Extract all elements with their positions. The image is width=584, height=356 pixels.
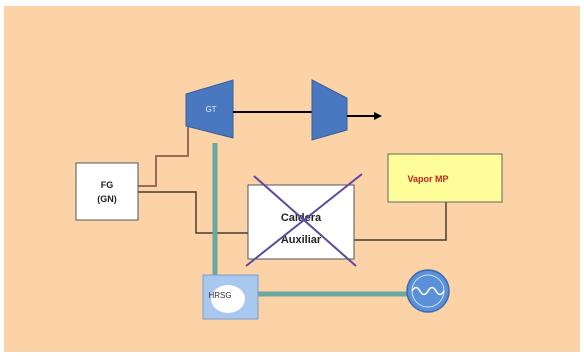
gt-label: GT bbox=[205, 105, 216, 114]
wave-icon bbox=[411, 286, 445, 296]
fuel-line-to-caldera bbox=[138, 191, 250, 234]
caldera-label-line2: Auxiliar bbox=[281, 234, 322, 246]
output-arrowhead bbox=[374, 112, 382, 120]
fg-box bbox=[75, 162, 139, 221]
fuel-line-to-gt bbox=[138, 110, 189, 187]
steam-line-caldera-to-vapor bbox=[354, 202, 447, 241]
vapor-mp-box bbox=[387, 153, 503, 203]
vapor-mp-label: Vapor MP bbox=[407, 174, 448, 184]
gas-turbine bbox=[185, 79, 234, 139]
fg-label-line2: (GN) bbox=[97, 194, 117, 204]
cross-out-line-1 bbox=[253, 175, 357, 267]
hrsg-drum bbox=[211, 285, 245, 313]
fg-label-line1: FG bbox=[101, 180, 114, 190]
generator bbox=[311, 79, 348, 141]
cross-out-line-2 bbox=[245, 173, 363, 267]
hrsg-label: HRSG bbox=[208, 291, 231, 300]
